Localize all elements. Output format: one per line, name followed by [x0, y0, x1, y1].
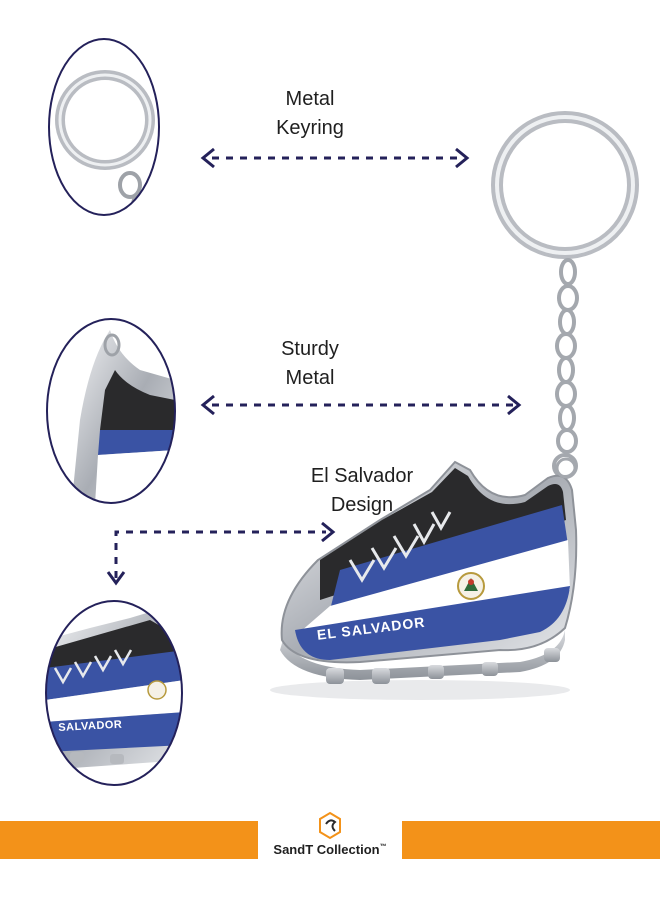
- label-el-salvador-design: El Salvador Design: [310, 465, 414, 516]
- keyring-chain: [552, 258, 579, 479]
- sturdy-arrow: [200, 394, 522, 416]
- design-detail-callout: [45, 600, 183, 786]
- brand-bar-right: [402, 821, 660, 859]
- keyring-detail-callout: [48, 38, 160, 216]
- label-sturdy-metal: Sturdy Metal: [281, 338, 339, 389]
- coat-of-arms-emblem: [457, 572, 485, 600]
- keyring-arrow: [200, 147, 470, 169]
- design-arrow: [106, 521, 336, 586]
- label-metal-keyring: Metal Keyring: [276, 88, 344, 139]
- keyring-ring: [491, 111, 639, 259]
- brand-logo-icon: [319, 811, 341, 840]
- sturdy-metal-callout: [46, 318, 176, 504]
- brand-bar-left: [0, 821, 258, 859]
- brand-name-text: SandT Collection: [273, 842, 380, 857]
- shoe-charm: [270, 457, 578, 700]
- brand-name: SandT Collection™: [264, 842, 396, 857]
- brand-trademark: ™: [379, 843, 387, 851]
